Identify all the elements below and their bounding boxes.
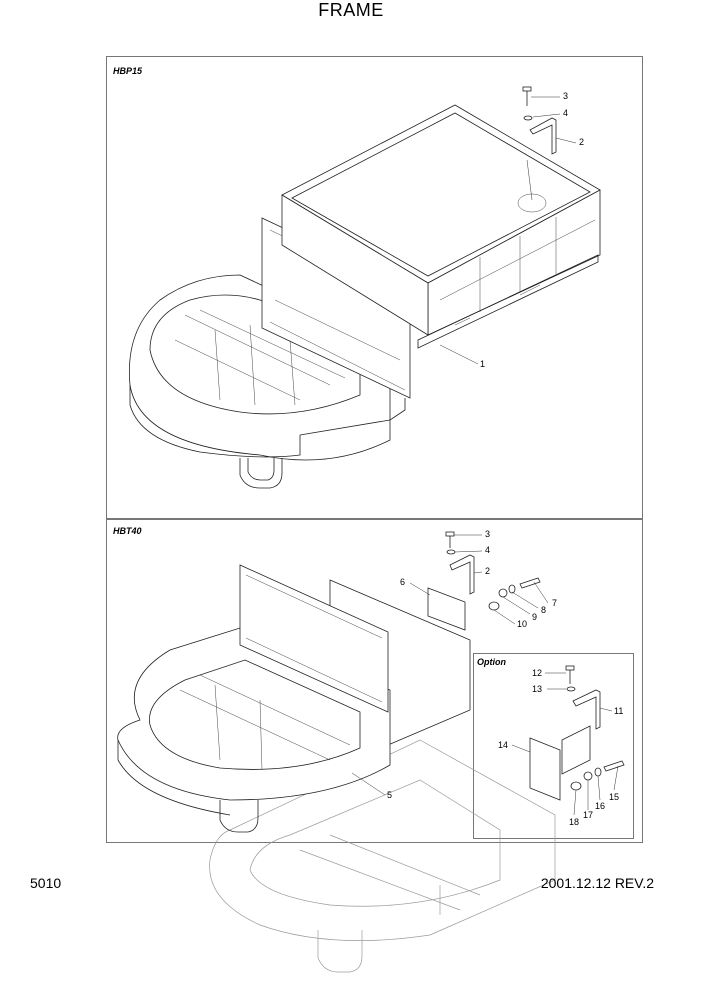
callout-11: 11 [614, 706, 624, 716]
callout-15: 15 [609, 792, 620, 802]
callout-6: 6 [400, 577, 406, 587]
callout-2: 2 [485, 566, 491, 576]
hbp15-frame-assembly [129, 86, 601, 489]
hbt40-frame-assembly [117, 531, 556, 973]
panel-label-option: Option [477, 657, 506, 667]
callout-16: 16 [595, 801, 606, 811]
callout-17: 17 [583, 810, 594, 820]
panel-option [473, 653, 634, 839]
page-title: FRAME [318, 0, 384, 20]
callout-3: 3 [485, 529, 491, 539]
callout-3: 3 [563, 91, 569, 101]
callout-12: 12 [532, 668, 543, 678]
callout-13: 13 [532, 684, 543, 694]
panel-hbt40 [106, 519, 643, 843]
callout-14: 14 [498, 740, 509, 750]
page-number: 5010 [30, 875, 62, 891]
callout-8: 8 [541, 605, 547, 615]
option-hardware [511, 665, 625, 816]
callout-9: 9 [532, 612, 538, 622]
callout-2: 2 [579, 137, 585, 147]
callout-4: 4 [563, 108, 569, 118]
callout-10: 10 [517, 619, 528, 629]
callout-5: 5 [387, 790, 393, 800]
callout-18: 18 [569, 817, 580, 827]
panel-hbp15 [106, 56, 643, 519]
date-revision: 2001.12.12 REV.2 [540, 875, 654, 891]
callout-4: 4 [485, 545, 491, 555]
panel-label-hbp15: HBP15 [113, 66, 143, 76]
callout-7: 7 [552, 598, 558, 608]
panel-label-hbt40: HBT40 [113, 526, 142, 536]
callout-1: 1 [480, 359, 486, 369]
